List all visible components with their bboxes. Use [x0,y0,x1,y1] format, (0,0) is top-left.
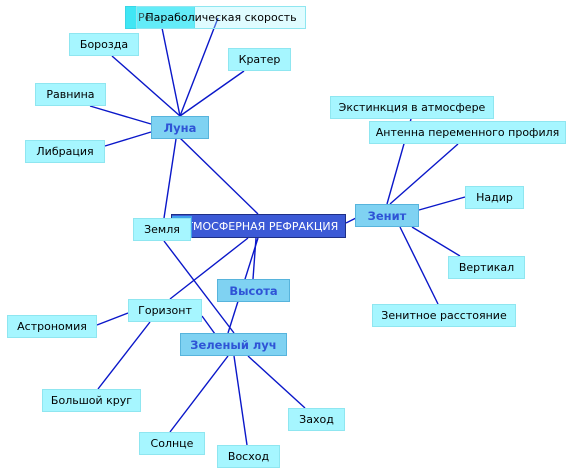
edge-moon-plain [89,105,152,125]
edge-green-ray-sun [169,355,229,433]
edge-zenith-antenna [389,143,459,205]
edge-center-moon [179,137,259,215]
edge-moon-parabolic [179,17,219,117]
node-astronomy[interactable]: Астрономия [7,315,97,338]
edge-green-ray-sunrise [233,355,248,446]
edge-center-horizon [169,237,249,300]
node-nadir[interactable]: Надир [465,186,524,209]
node-libration[interactable]: Либрация [25,140,105,163]
hub-altitude[interactable]: Высота [217,279,290,302]
edge-horizon-astronomy [96,312,129,326]
node-great-circle[interactable]: Большой круг [42,389,141,412]
edge-zenith-distance [399,226,439,305]
edge-moon-overlap [159,17,181,117]
hub-zenith[interactable]: Зенит [355,204,419,227]
center-node[interactable]: АТМОСФЕРНАЯ РЕФРАКЦИЯ [171,214,346,238]
node-zenith-distance[interactable]: Зенитное расстояние [372,304,516,327]
node-antenna[interactable]: Антенна переменного профиля [369,121,566,144]
node-sunset[interactable]: Заход [288,408,345,431]
node-earth[interactable]: Земля [133,218,191,241]
node-parabolic-speed[interactable]: Параболическая скорость [136,6,306,29]
edge-moon-crater [179,70,245,117]
node-sun[interactable]: Солнце [139,432,205,455]
edge-horizon-great-circle [97,321,151,390]
hub-moon[interactable]: Луна [151,116,209,139]
edge-zenith-nadir [418,196,466,211]
hub-green-ray[interactable]: Зеленый луч [180,333,287,356]
edge-center-zenith [345,217,357,224]
edge-zenith-vertical [411,226,461,257]
edge-horizon-green-ray [201,315,216,335]
edge-green-ray-sunset [247,355,306,409]
edge-moon-earth [163,138,177,219]
node-vertical[interactable]: Вертикал [448,256,525,279]
node-sunrise[interactable]: Восход [217,445,280,468]
node-horizon[interactable]: Горизонт [128,299,202,322]
edge-earth-green-ray [163,240,235,334]
node-extinction[interactable]: Экстинкция в атмосфере [330,96,494,119]
node-crater[interactable]: Кратер [228,48,291,71]
node-furrow[interactable]: Борозда [69,33,139,56]
edge-moon-libration [104,131,152,147]
edge-moon-furrow [111,55,181,117]
node-plain[interactable]: Равнина [35,83,106,106]
